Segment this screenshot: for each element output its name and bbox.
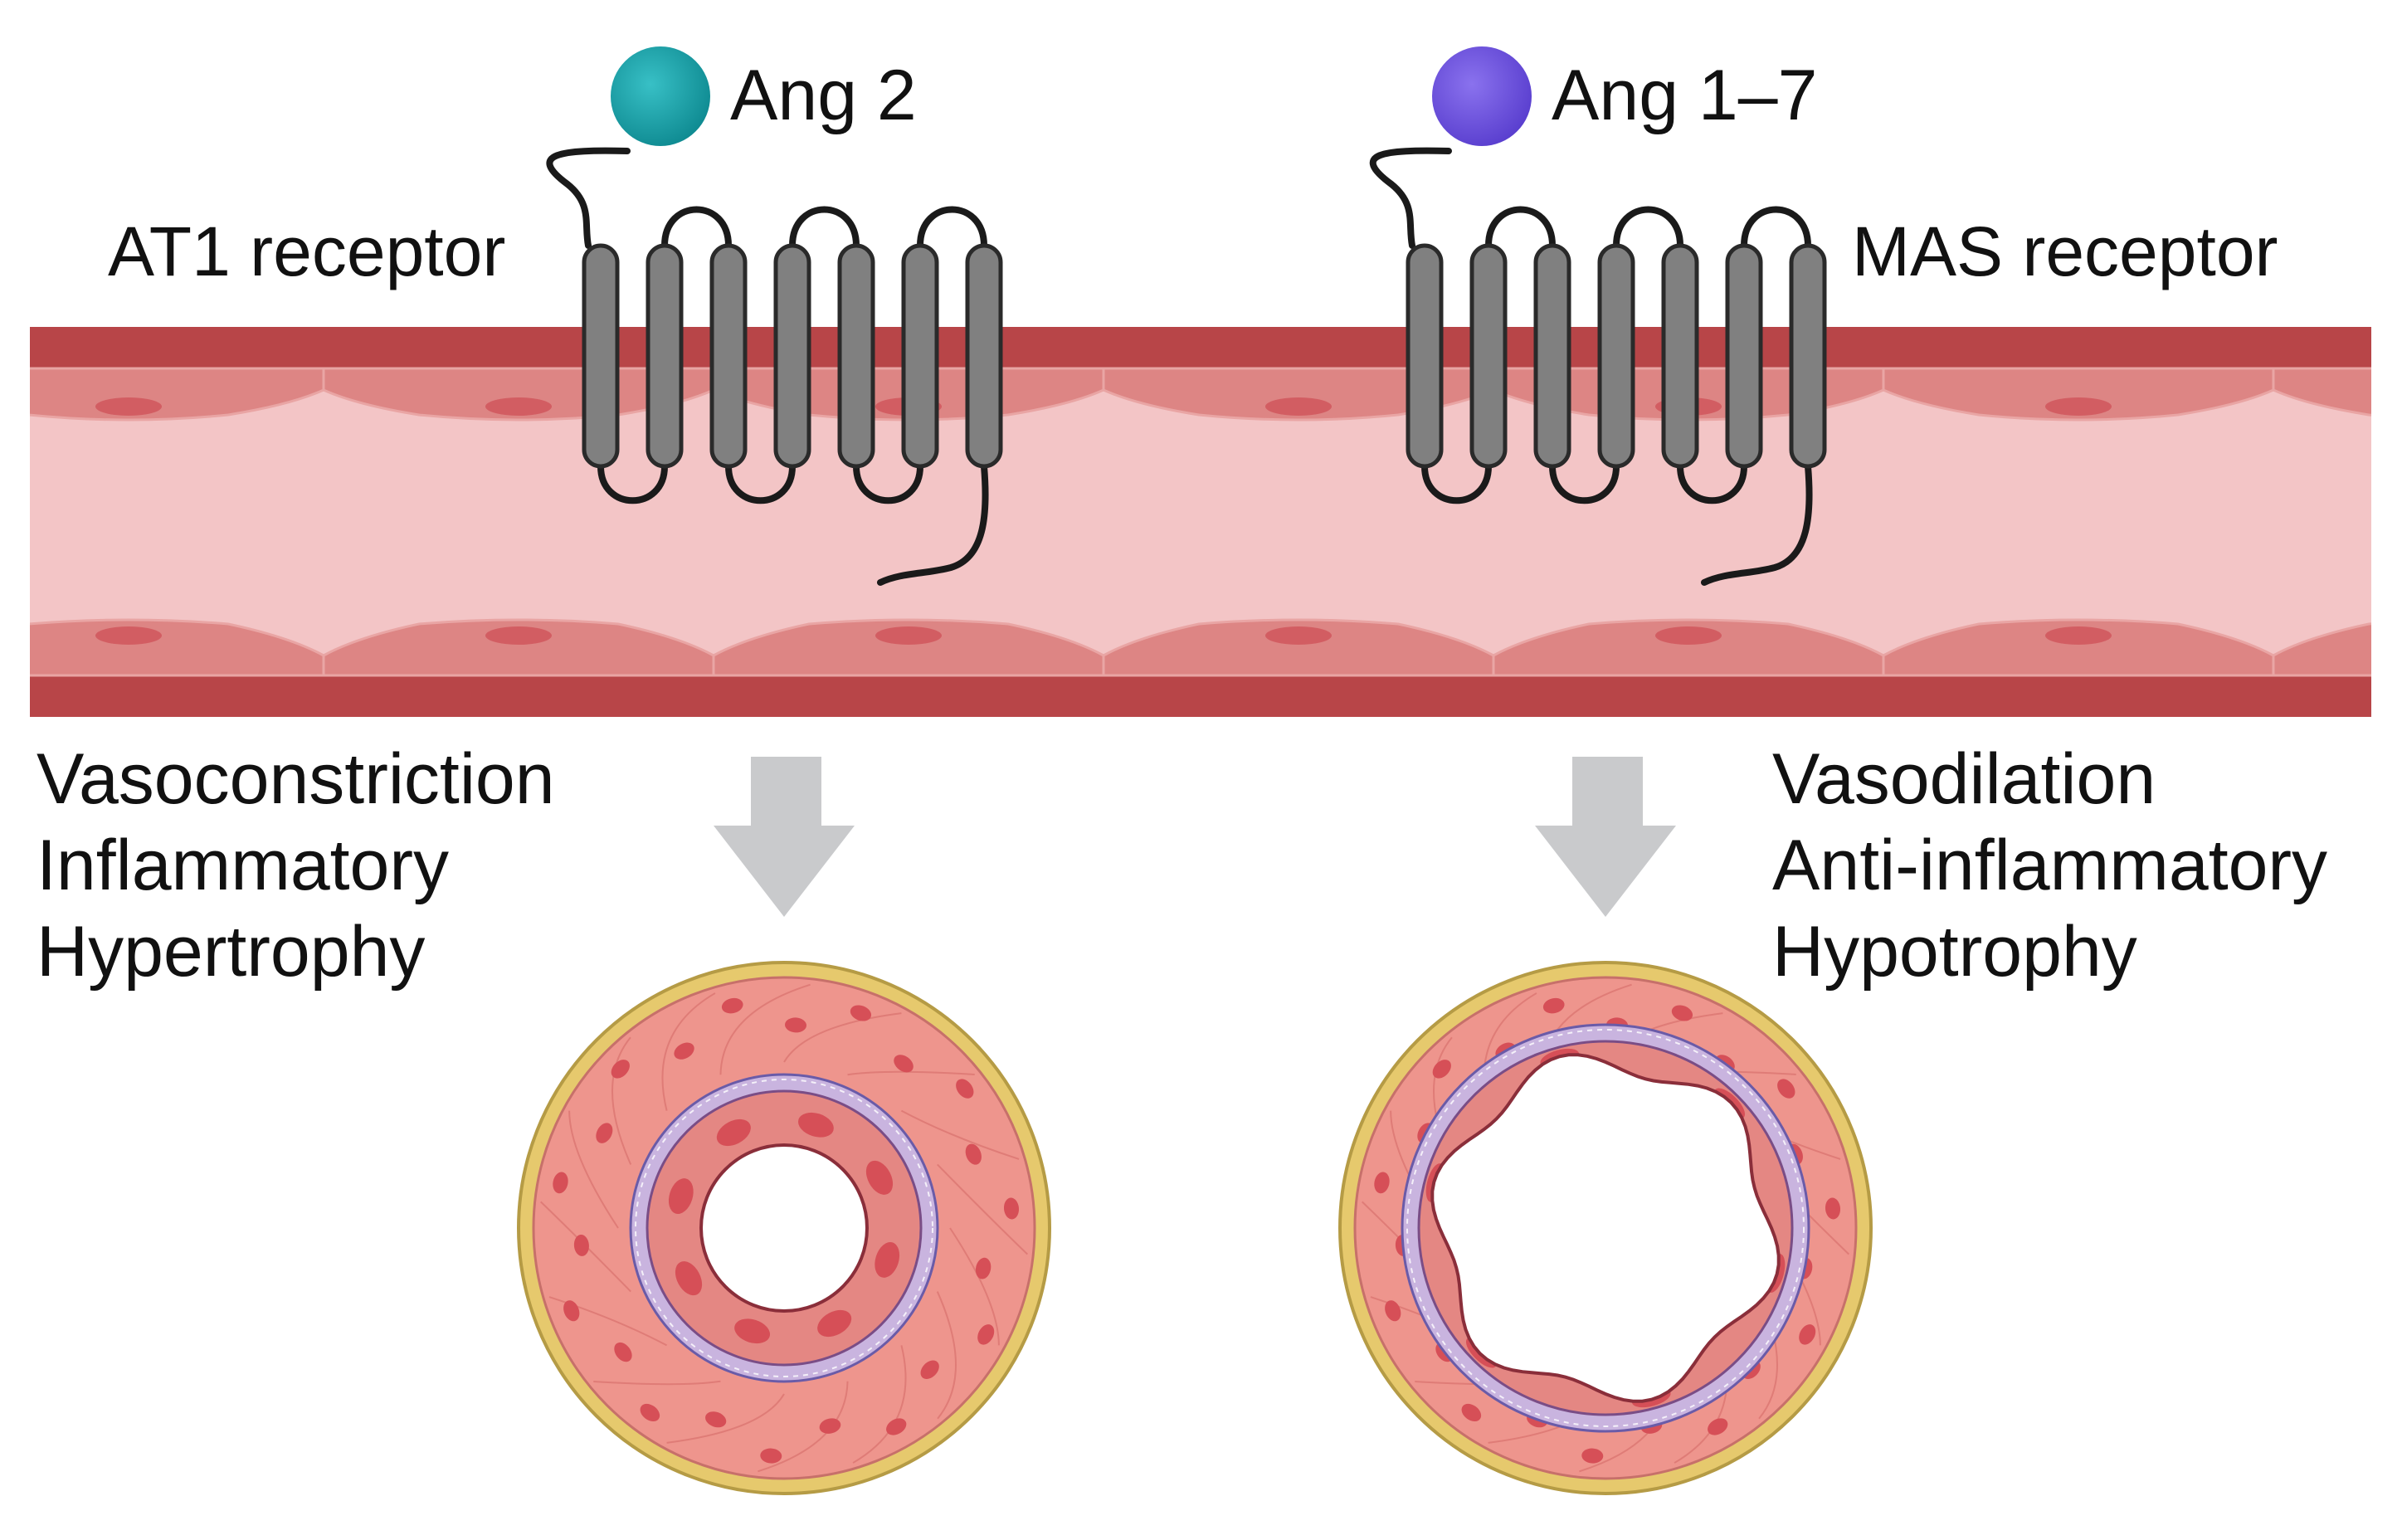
left-effect-2: Inflammatory <box>37 826 449 905</box>
ang1-7-ligand-icon <box>1432 46 1532 146</box>
endothelial-cell <box>1492 618 1885 677</box>
at1-receptor-icon <box>546 147 1003 586</box>
endothelial-cell <box>2272 367 2371 417</box>
endothelial-cell <box>1882 367 2275 422</box>
endothelial-cell <box>1102 618 1495 677</box>
mas-receptor-icon <box>1369 147 1827 586</box>
transmembrane-helix <box>709 243 748 469</box>
blood-vessel-longitudinal <box>30 327 2371 717</box>
cell-nucleus <box>95 397 162 416</box>
cell-nucleus <box>485 397 552 416</box>
cell-nucleus <box>2045 397 2112 416</box>
cell-nucleus <box>1265 397 1332 416</box>
right-effect-3: Hypotrophy <box>1772 912 2137 992</box>
endothelial-cell <box>2272 622 2371 677</box>
cell-nucleus <box>485 626 552 645</box>
transmembrane-helix <box>646 243 684 469</box>
cell-nucleus <box>2045 626 2112 645</box>
endothelial-cell <box>712 618 1105 677</box>
endothelial-cell <box>1102 367 1495 422</box>
right-effect-2: Anti-inflammatory <box>1772 826 2327 905</box>
endothelial-cell <box>1882 618 2275 677</box>
transmembrane-helix <box>837 243 875 469</box>
cell-nucleus <box>875 626 942 645</box>
down-arrow-right-icon <box>1535 757 1676 917</box>
transmembrane-helix <box>965 243 1003 469</box>
ang2-ligand-icon <box>611 46 710 146</box>
vessel-lumen-narrow <box>699 1143 869 1313</box>
left-effects-list: Vasoconstriction Inflammatory Hypertroph… <box>37 739 555 992</box>
transmembrane-helix <box>1533 243 1571 469</box>
left-effect-1: Vasoconstriction <box>37 739 555 819</box>
cell-nucleus <box>95 626 162 645</box>
transmembrane-helix <box>1725 243 1763 469</box>
constricted-artery-cross-section <box>517 961 1051 1495</box>
left-effect-3: Hypertrophy <box>37 912 425 992</box>
at1-receptor-label: AT1 receptor <box>108 212 505 290</box>
endothelial-cells-bottom <box>30 618 2371 677</box>
right-effects-list: Vasodilation Anti-inflammatory Hypotroph… <box>1772 739 2327 992</box>
ang2-label: Ang 2 <box>730 56 917 135</box>
transmembrane-helix <box>1789 243 1827 469</box>
down-arrow-left-icon <box>714 757 855 917</box>
mas-receptor-label: MAS receptor <box>1852 212 2278 290</box>
transmembrane-helix <box>901 243 939 469</box>
transmembrane-helix <box>582 243 620 469</box>
transmembrane-helix <box>1597 243 1635 469</box>
vessel-lumen-wide <box>1430 1053 1781 1403</box>
transmembrane-helix <box>1406 243 1444 469</box>
cell-nucleus <box>1655 626 1722 645</box>
endothelial-cell <box>322 618 715 677</box>
ang1-7-label: Ang 1–7 <box>1552 56 1817 135</box>
cell-nucleus <box>1265 626 1332 645</box>
transmembrane-helix <box>773 243 811 469</box>
dilated-artery-cross-section <box>1338 961 1873 1495</box>
transmembrane-helix <box>1661 243 1699 469</box>
right-effect-1: Vasodilation <box>1772 739 2156 819</box>
transmembrane-helix <box>1469 243 1508 469</box>
